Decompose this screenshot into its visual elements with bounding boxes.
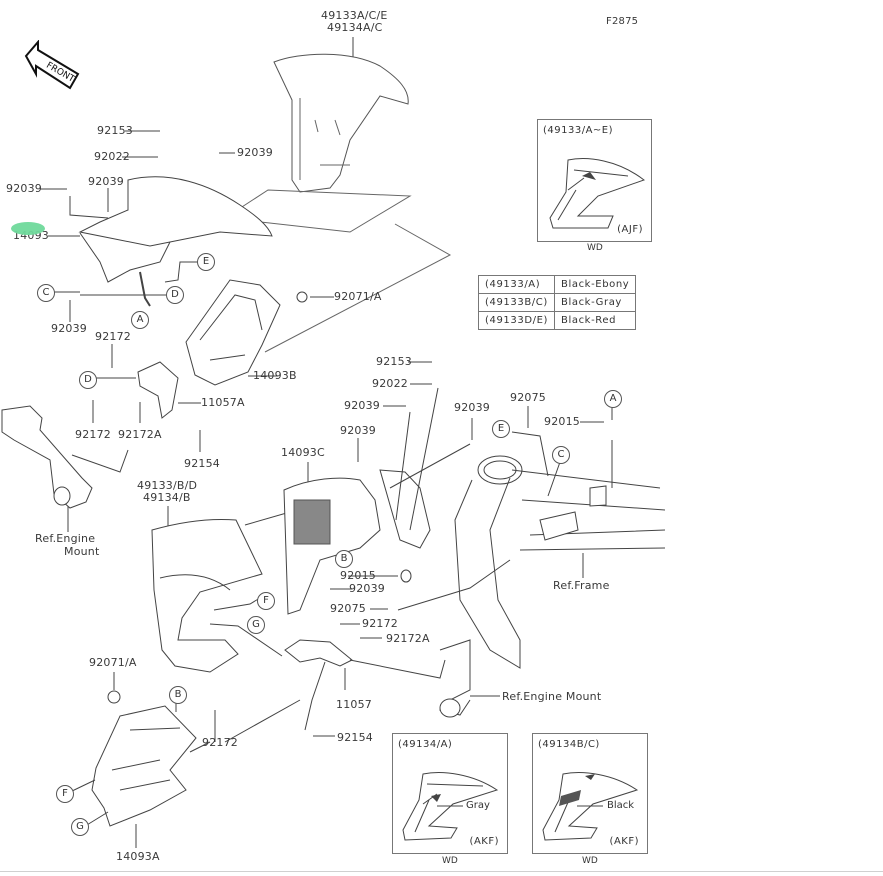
part-label-92172[interactable]: 92172 [362,617,398,630]
bottom-border [0,871,883,872]
part-label-92172[interactable]: 92172 [95,330,131,343]
inset-49134A: (49134/A) Gray (AKF) [392,733,508,854]
cowl-thumbnail-49133 [549,158,646,229]
part-label-top-cowl-2[interactable]: 49134A/C [327,21,383,34]
callout-B: B [169,686,187,704]
part-label-side-cowl-1[interactable]: 49133/B/D [137,479,198,492]
table-row: (49133D/E) Black-Red [477,311,637,330]
part-label-92039[interactable]: 92039 [237,146,273,159]
table-row: (49133/A) Black-Ebony [477,275,637,294]
part-label-side-cowl-2[interactable]: 49134/B [143,491,191,504]
part-label-92022[interactable]: 92022 [94,150,130,163]
part-label-92039[interactable]: 92039 [51,322,87,335]
cowl-thumbnail-49134BC [542,772,639,841]
callout-C: C [37,284,55,302]
highlight-marker [11,222,45,235]
inset-caption: WD [442,856,458,866]
part-label-92154[interactable]: 92154 [184,457,220,470]
callout-F: F [56,785,74,803]
callout-E: E [492,420,510,438]
part-label-14093C[interactable]: 14093C [281,446,325,459]
part-cell: (49133B/C) [477,293,556,312]
ref-engine-mount-label-2: Mount [64,545,100,558]
callout-C: C [552,446,570,464]
inset-caption: WD [587,243,603,253]
part-label-14093B[interactable]: 14093B [253,369,297,382]
part-label-92172[interactable]: 92172 [202,736,238,749]
part-label-92039[interactable]: 92039 [454,401,490,414]
part-label-92039[interactable]: 92039 [88,175,124,188]
engine-mount-left [1,405,93,509]
part-label-92022[interactable]: 92022 [372,377,408,390]
callout-B: B [335,550,353,568]
callout-G: G [247,616,265,634]
part-label-92153[interactable]: 92153 [376,355,412,368]
color-variant-table: (49133/A) Black-Ebony (49133B/C) Black-G… [477,275,637,330]
part-label-92172[interactable]: 92172 [75,428,111,441]
callout-F: F [257,592,275,610]
cowl-thumbnail-49134A [402,772,499,841]
color-cell: Black-Ebony [554,275,637,294]
callout-D: D [166,286,184,304]
part-label-92154[interactable]: 92154 [337,731,373,744]
lower-panel-14093A [91,705,197,827]
figure-code: F2875 [606,16,639,27]
color-cell: Black-Red [554,311,637,330]
part-label-92075[interactable]: 92075 [330,602,366,615]
part-label-92039[interactable]: 92039 [349,582,385,595]
part-label-92153[interactable]: 92153 [97,124,133,137]
upper-cowl-shape [273,53,409,193]
part-label-92071-A[interactable]: 92071/A [334,290,382,303]
part-label-92172A[interactable]: 92172A [118,428,162,441]
callout-D: D [79,371,97,389]
part-label-92039[interactable]: 92039 [344,399,380,412]
callout-E: E [197,253,215,271]
inset-note: Gray [466,800,490,811]
upper-left-inner-panel [78,176,273,247]
front-direction-arrow: FRONT [22,39,82,96]
ref-frame-label: Ref.Frame [553,579,610,592]
ref-engine-mount-label-1: Ref.Engine [35,532,96,545]
part-label-92075[interactable]: 92075 [510,391,546,404]
side-cowl-49133B [151,519,263,673]
lower-bracket-11057 [284,639,353,667]
inset-note: Black [607,800,635,811]
callout-A: A [604,390,622,408]
ref-engine-mount-right-label: Ref.Engine Mount [502,690,602,703]
color-cell: Black-Gray [554,293,637,312]
table-row: (49133B/C) Black-Gray [477,293,637,312]
inset-code: (AKF) [469,836,499,847]
inset-header: (49134/A) [398,739,453,750]
inset-49133: (49133/A~E) (AJF) [537,119,652,242]
part-label-11057A[interactable]: 11057A [201,396,245,409]
part-label-top-cowl-1[interactable]: 49133A/C/E [321,9,388,22]
inset-header: (49134B/C) [538,739,600,750]
part-label-92015[interactable]: 92015 [340,569,376,582]
part-cell: (49133D/E) [477,311,556,330]
part-label-92039[interactable]: 92039 [6,182,42,195]
part-label-14093A[interactable]: 14093A [116,850,160,863]
part-label-92172A[interactable]: 92172A [386,632,430,645]
inset-49134BC: (49134B/C) Black (AKF) [532,733,648,854]
frame-down-tube [454,477,521,669]
inset-code: (AKF) [609,836,639,847]
part-label-11057[interactable]: 11057 [336,698,372,711]
callout-G: G [71,818,89,836]
part-cell: (49133/A) [477,275,556,294]
part-label-92039[interactable]: 92039 [340,424,376,437]
part-label-92015[interactable]: 92015 [544,415,580,428]
part-label-92071-A[interactable]: 92071/A [89,656,137,669]
inset-code: (AJF) [617,224,643,235]
inset-caption: WD [582,856,598,866]
callout-A: A [131,311,149,329]
inset-header: (49133/A~E) [543,125,614,136]
